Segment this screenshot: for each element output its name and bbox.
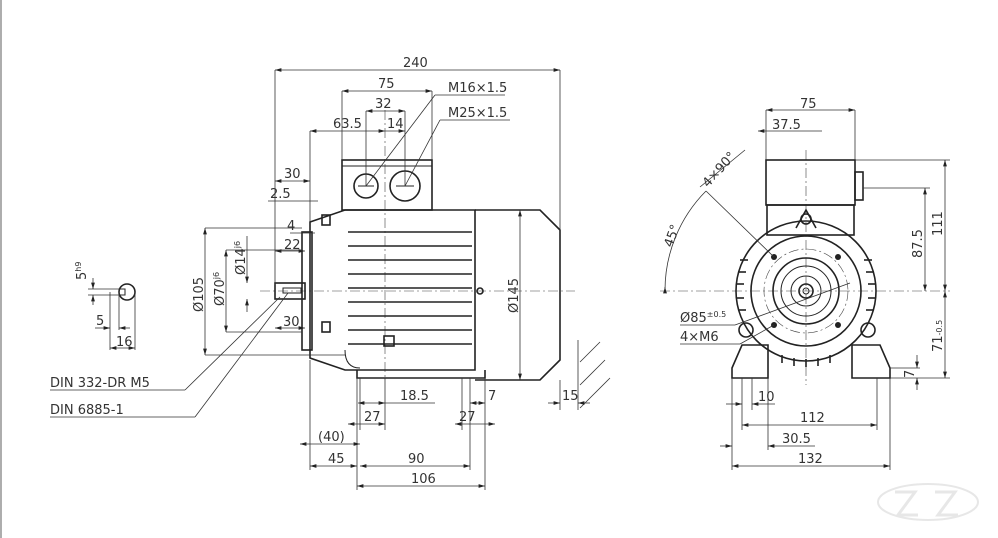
dim-dia-145: Ø145: [507, 278, 522, 313]
dim-14: 14: [387, 117, 404, 132]
dim-87-5: 87.5: [911, 229, 926, 258]
dim-key-height: 5: [96, 314, 104, 329]
dim-30-bottom: 30: [283, 315, 300, 330]
dim-foot-7: 7: [903, 370, 918, 378]
dim-30-top: 30: [284, 167, 301, 182]
dim-18-5: 18.5: [400, 389, 429, 404]
dim-2-5: 2.5: [270, 187, 291, 202]
dim-angle-45: 45°: [662, 223, 684, 250]
dim-dia-105: Ø105: [192, 277, 207, 312]
dim-30-5: 30.5: [782, 432, 811, 447]
dim-4x90: 4×90°: [700, 149, 739, 190]
end-view: 75 37.5 111 87.5 71-0.5 7 10 112 30.5 13…: [660, 97, 950, 470]
dim-106: 106: [411, 472, 436, 487]
dim-dia-70: Ø70j6: [212, 272, 228, 306]
dim-240: 240: [403, 56, 428, 71]
dim-end-75: 75: [800, 97, 817, 112]
dim-40-ref: (40): [318, 430, 345, 445]
dim-pcd-85: Ø85±0.5: [680, 310, 726, 326]
note-din-332: DIN 332-DR M5: [50, 376, 150, 391]
dim-shaft-height: 16: [116, 335, 133, 350]
note-din-6885: DIN 6885-1: [50, 403, 124, 418]
ground-hatch: [577, 340, 611, 410]
gland-m16: M16×1.5: [448, 81, 507, 96]
dim-45: 45: [328, 452, 345, 467]
dim-71: 71-0.5: [931, 320, 946, 352]
dim-4xm6: 4×M6: [680, 330, 719, 345]
dim-112: 112: [800, 411, 825, 426]
dim-75: 75: [378, 77, 395, 92]
dim-7: 7: [488, 389, 496, 404]
dim-90: 90: [408, 452, 425, 467]
dim-dia-14: Ø14j6: [233, 241, 249, 275]
dim-15: 15: [562, 389, 579, 404]
dim-27-left: 27: [364, 410, 381, 425]
dim-132: 132: [798, 452, 823, 467]
shaft-key-detail: 5h9 5 16: [74, 262, 136, 350]
dim-10: 10: [758, 390, 775, 405]
dim-32: 32: [375, 97, 392, 112]
dim-111: 111: [931, 211, 946, 236]
watermark-logo: [877, 483, 979, 521]
dim-37-5: 37.5: [772, 118, 801, 133]
side-view: 240 75 32 63.5 14 M16×1.5 M25×1.5 30 2.5…: [50, 56, 611, 490]
dim-4: 4: [287, 219, 295, 234]
dim-27-right: 27: [459, 410, 476, 425]
gland-m25: M25×1.5: [448, 106, 507, 121]
dim-22: 22: [284, 238, 301, 253]
dim-key-width: 5h9: [74, 262, 90, 280]
dim-63-5: 63.5: [333, 117, 362, 132]
